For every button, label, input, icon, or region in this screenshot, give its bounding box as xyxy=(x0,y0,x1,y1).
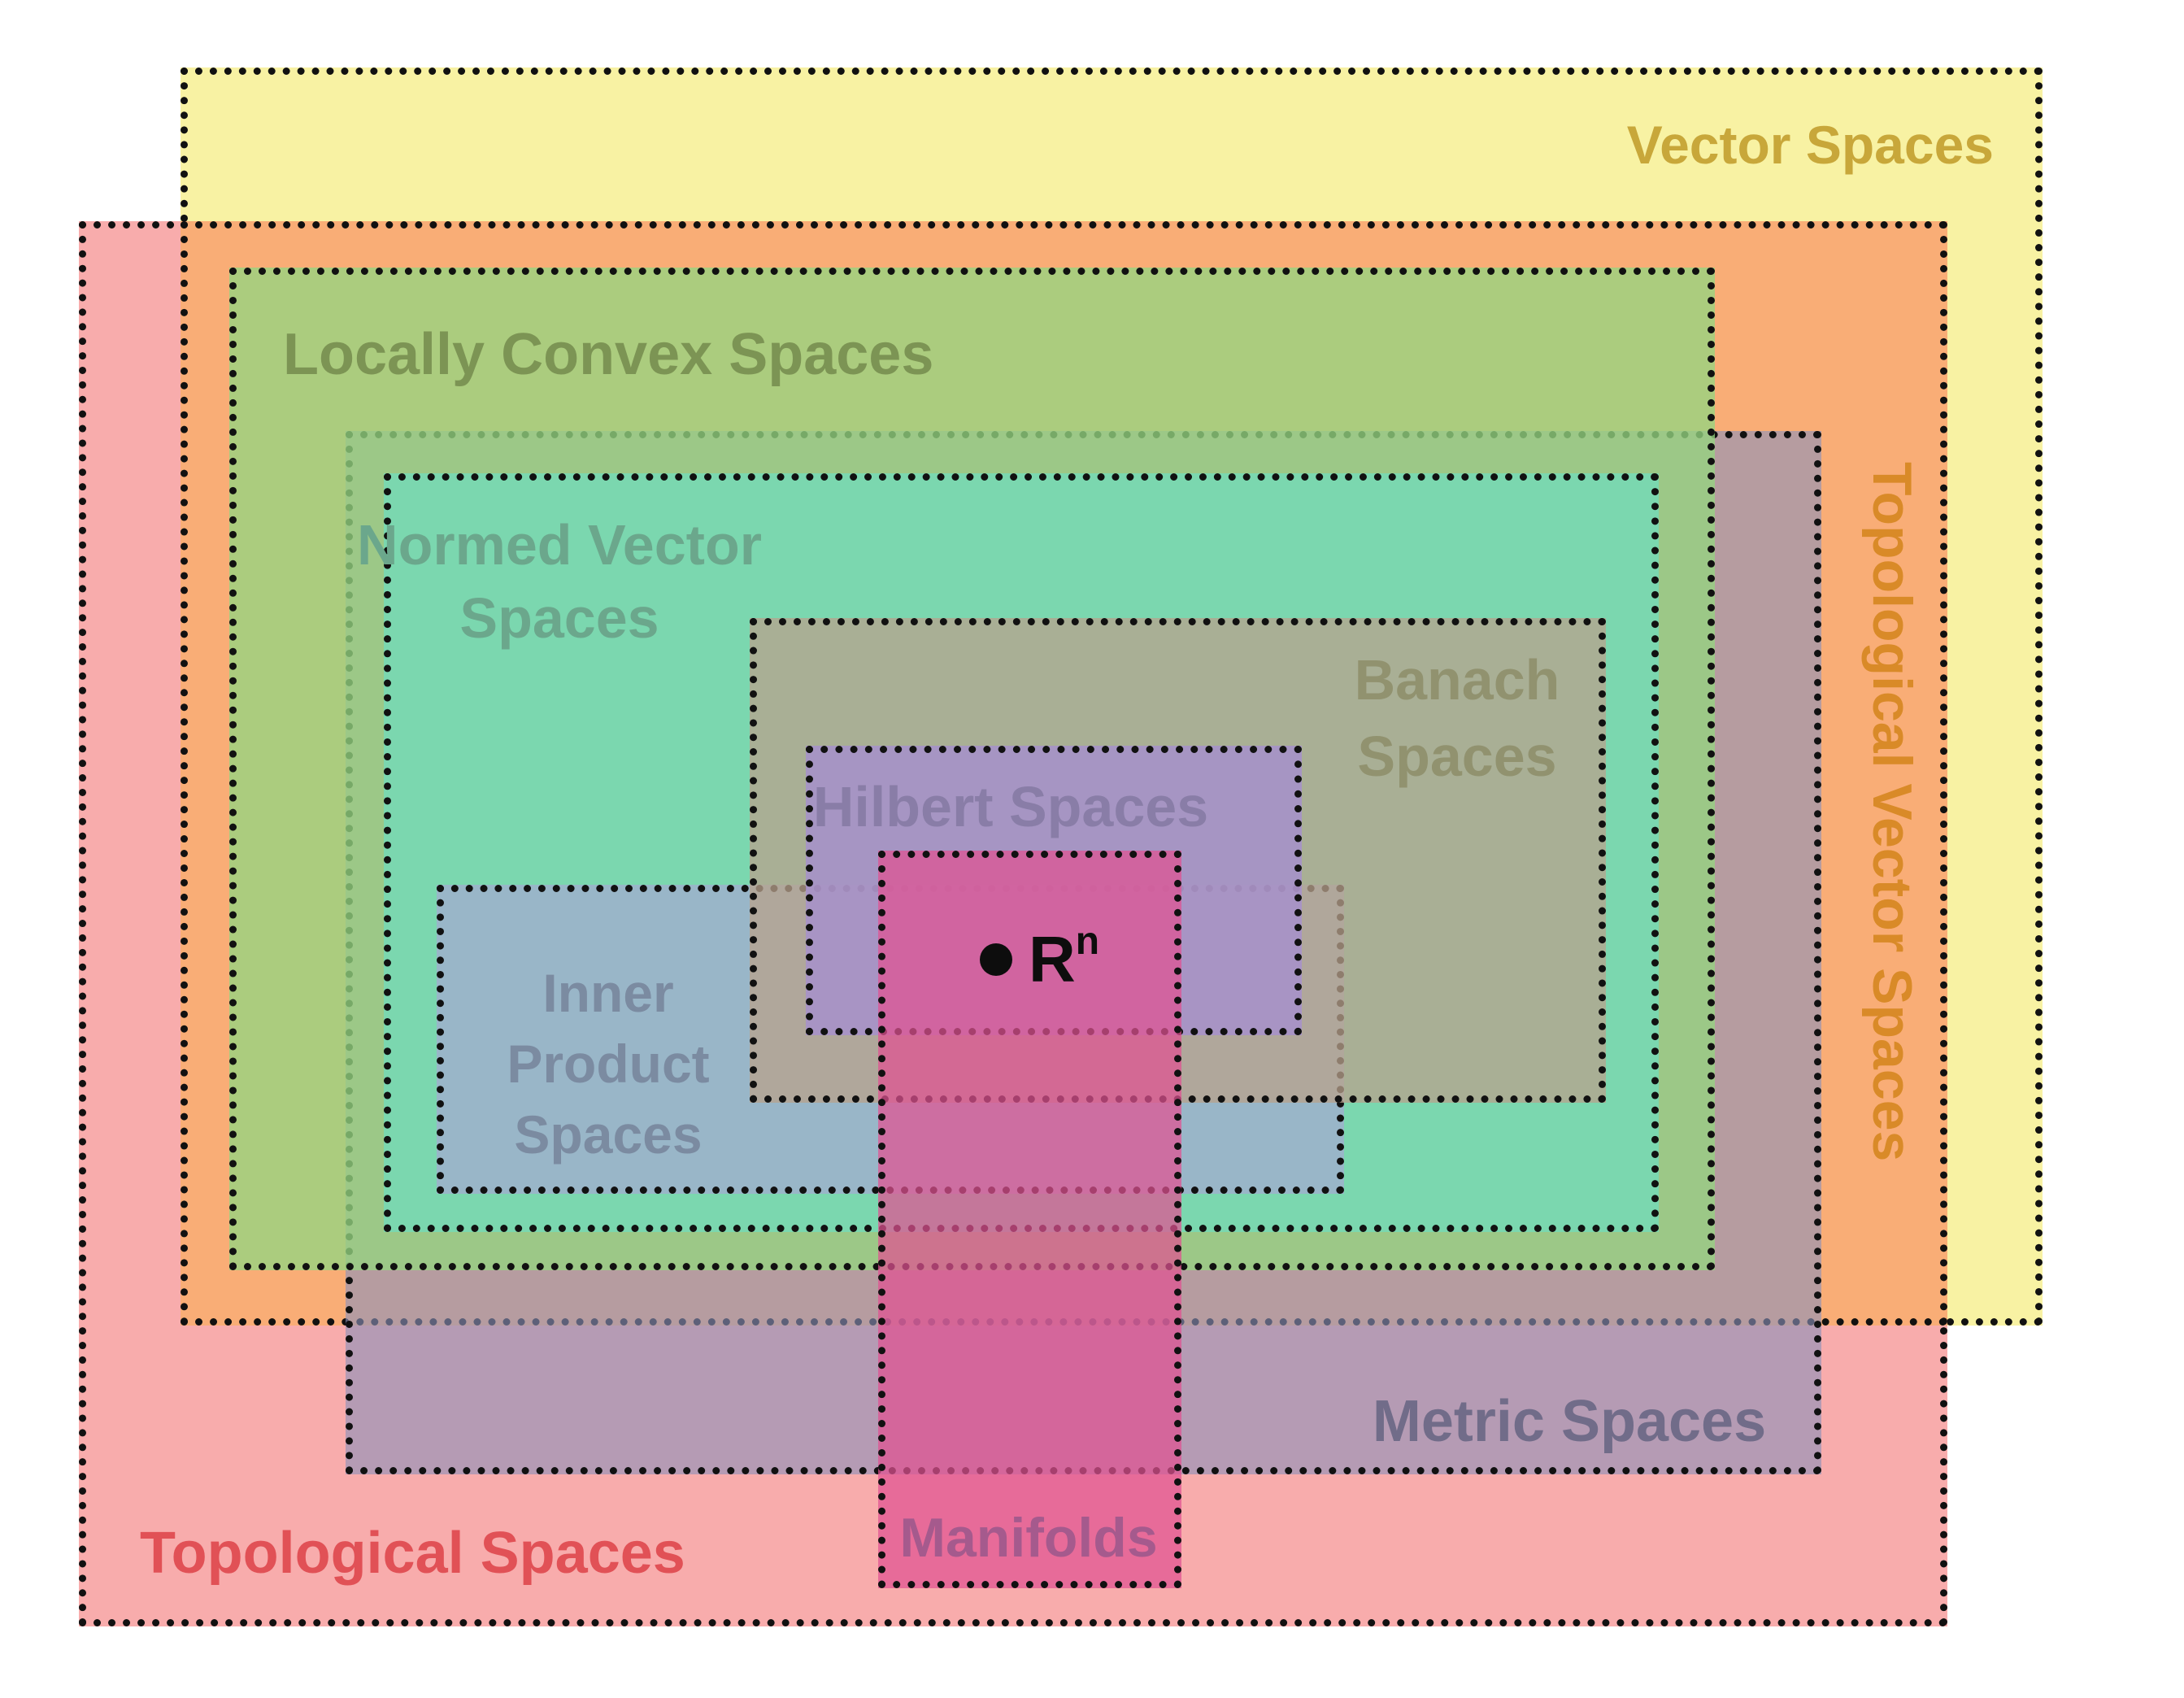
rn-point: Rn xyxy=(980,922,1099,992)
rn-label: Rn xyxy=(1029,922,1099,992)
label-inner-product-spaces: Inner Product Spaces xyxy=(507,963,710,1165)
label-manifolds: Manifolds xyxy=(899,1507,1158,1569)
label-normed-vector-spaces: Normed Vector Spaces xyxy=(357,513,762,650)
label-metric-spaces: Metric Spaces xyxy=(1372,1389,1767,1454)
label-banach-spaces: Banach Spaces xyxy=(1354,648,1560,788)
label-hilbert-spaces: Hilbert Spaces xyxy=(812,775,1209,838)
rn-superscript: n xyxy=(1075,920,1100,963)
label-locally-convex-spaces: Locally Convex Spaces xyxy=(283,322,934,387)
region-manifolds xyxy=(878,851,1181,1588)
point-dot-icon xyxy=(980,943,1012,976)
label-vector-spaces: Vector Spaces xyxy=(1626,115,1994,175)
label-topological-vector-spaces: Topological Vector Spaces xyxy=(1861,462,1924,1162)
rn-symbol: R xyxy=(1029,923,1076,995)
label-topological-spaces: Topological Spaces xyxy=(140,1521,685,1586)
